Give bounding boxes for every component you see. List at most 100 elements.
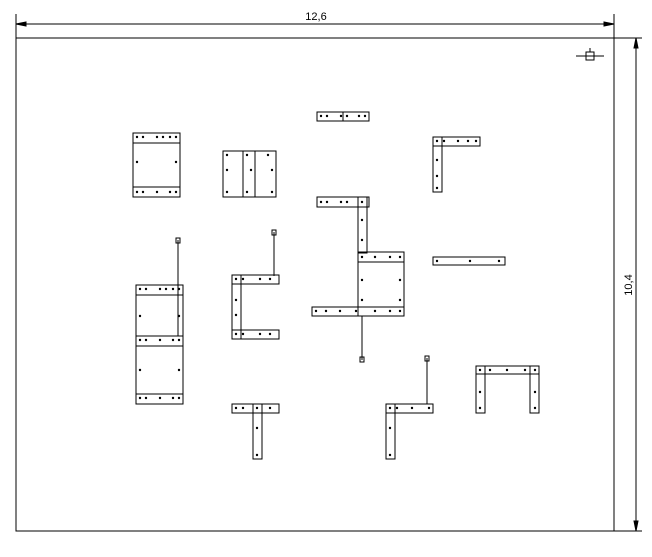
width-dimension-label: 12,6 — [305, 11, 326, 23]
screw-hole — [234, 406, 238, 410]
screw-hole — [158, 396, 162, 400]
screw-hole — [234, 313, 238, 317]
screw-hole — [158, 338, 162, 342]
screw-hole — [360, 255, 364, 259]
screw-hole — [388, 453, 392, 457]
screw-hole — [360, 298, 364, 302]
part-frame-panel — [132, 132, 181, 198]
screw-hole — [363, 114, 367, 118]
screw-hole — [478, 368, 482, 372]
height-dimension: 10,4 — [612, 37, 642, 532]
screw-hole — [245, 153, 249, 157]
screw-hole — [171, 287, 175, 291]
screw-hole — [155, 135, 159, 139]
screw-hole — [388, 255, 392, 259]
screw-hole — [427, 406, 431, 410]
screw-hole — [225, 168, 229, 172]
screw-hole — [373, 255, 377, 259]
screw-hole — [144, 396, 148, 400]
screw-hole — [241, 332, 245, 336]
screw-hole — [168, 135, 172, 139]
screw-hole — [435, 139, 439, 143]
screw-hole — [177, 368, 181, 372]
part-l-bracket-rod — [385, 355, 434, 460]
screw-hole — [324, 309, 328, 313]
screw-hole — [338, 309, 342, 313]
screw-hole — [135, 135, 139, 139]
screw-hole — [388, 406, 392, 410]
screw-hole — [241, 277, 245, 281]
screw-hole — [144, 287, 148, 291]
screw-hole — [388, 426, 392, 430]
screw-hole — [255, 453, 259, 457]
screw-hole — [268, 277, 272, 281]
screw-hole — [245, 190, 249, 194]
screw-hole — [357, 114, 361, 118]
screw-hole — [533, 368, 537, 372]
screw-hole — [497, 259, 501, 263]
screw-hole — [161, 135, 165, 139]
part-c-bracket — [231, 229, 280, 340]
screw-hole — [168, 190, 172, 194]
screw-hole — [249, 168, 253, 172]
screw-hole — [435, 186, 439, 190]
part-central-assembly — [311, 196, 405, 363]
screw-hole — [398, 298, 402, 302]
part-horizontal-rail — [432, 256, 506, 266]
screw-hole — [174, 190, 178, 194]
screw-hole — [266, 153, 270, 157]
screw-hole — [388, 309, 392, 313]
screw-hole — [360, 238, 364, 242]
screw-hole — [314, 309, 318, 313]
screw-hole — [468, 259, 472, 263]
screw-hole — [144, 338, 148, 342]
screw-hole — [435, 158, 439, 162]
screw-hole — [325, 200, 329, 204]
screw-hole — [345, 114, 349, 118]
screw-hole — [174, 160, 178, 164]
screw-hole — [241, 406, 245, 410]
screw-hole — [478, 390, 482, 394]
screw-hole — [360, 278, 364, 282]
target-marker-icon — [576, 48, 604, 61]
screw-hole — [177, 396, 181, 400]
screw-hole — [319, 200, 323, 204]
screw-hole — [158, 287, 162, 291]
screw-hole — [141, 135, 145, 139]
screw-hole — [339, 200, 343, 204]
screw-holes — [135, 114, 537, 457]
screw-hole — [268, 332, 272, 336]
screw-hole — [505, 368, 509, 372]
screw-hole — [398, 309, 402, 313]
screw-hole — [398, 255, 402, 259]
screw-hole — [138, 338, 142, 342]
screw-hole — [533, 390, 537, 394]
screw-hole — [234, 277, 238, 281]
screw-hole — [258, 277, 262, 281]
part-tall-double-frame — [135, 237, 184, 405]
screw-hole — [138, 396, 142, 400]
screw-hole — [164, 287, 168, 291]
screw-hole — [138, 287, 142, 291]
screw-hole — [171, 396, 175, 400]
sheet-outline — [15, 37, 615, 532]
screw-hole — [442, 139, 446, 143]
screw-hole — [135, 190, 139, 194]
screw-hole — [488, 368, 492, 372]
screw-hole — [345, 200, 349, 204]
width-dimension: 12,6 — [15, 11, 615, 40]
screw-hole — [360, 218, 364, 222]
screw-hole — [141, 190, 145, 194]
screw-hole — [171, 338, 175, 342]
screw-hole — [523, 368, 527, 372]
screw-hole — [270, 190, 274, 194]
screw-hole — [268, 406, 272, 410]
screw-hole — [533, 406, 537, 410]
screw-hole — [177, 314, 181, 318]
screw-hole — [319, 114, 323, 118]
part-t-bracket — [231, 403, 280, 460]
part-l-bracket — [432, 136, 481, 193]
screw-hole — [395, 406, 399, 410]
